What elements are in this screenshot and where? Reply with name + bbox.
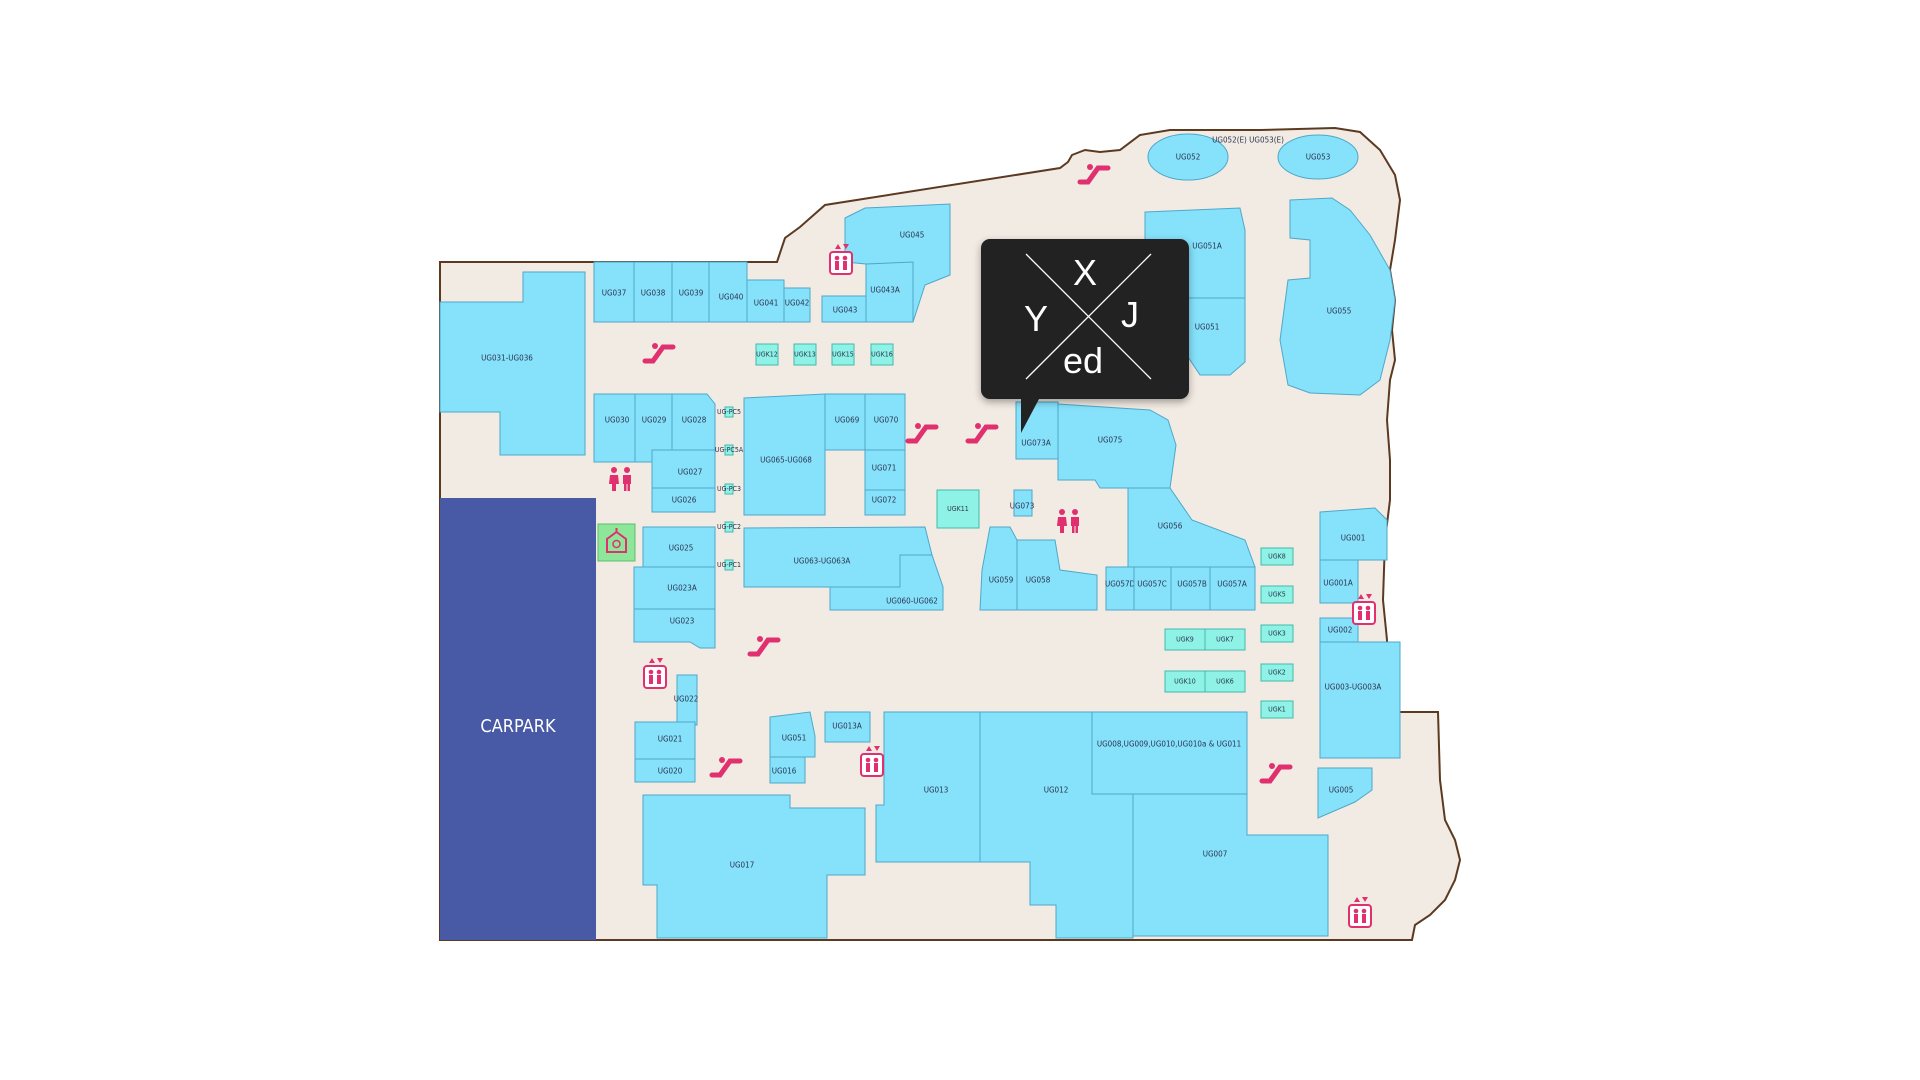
toilet-icon[interactable] bbox=[1057, 509, 1079, 533]
kiosk-unit[interactable] bbox=[870, 343, 894, 366]
shop-unit[interactable] bbox=[633, 261, 673, 323]
shop-unit[interactable] bbox=[1013, 489, 1033, 517]
shop-unit[interactable] bbox=[1147, 133, 1229, 181]
shop-unit[interactable] bbox=[1277, 134, 1359, 180]
lift-icon[interactable] bbox=[829, 244, 853, 275]
shop-unit[interactable] bbox=[1319, 507, 1388, 561]
toilet-icon[interactable] bbox=[609, 467, 631, 491]
logo-letter-left: Y bbox=[1024, 298, 1049, 339]
kiosk-unit[interactable] bbox=[831, 343, 855, 366]
corridor-kiosk[interactable] bbox=[724, 559, 734, 571]
shop-unit[interactable] bbox=[642, 794, 866, 939]
shop-unit[interactable] bbox=[1132, 793, 1329, 937]
lift-icon[interactable] bbox=[860, 746, 884, 777]
shop-unit[interactable] bbox=[769, 711, 816, 758]
kiosk-unit[interactable] bbox=[1164, 670, 1206, 693]
shop-unit[interactable] bbox=[865, 261, 914, 323]
corridor-kiosk[interactable] bbox=[724, 444, 734, 456]
store-logo bbox=[1025, 253, 1152, 380]
shop-unit[interactable] bbox=[642, 526, 716, 568]
shop-unit[interactable] bbox=[1317, 767, 1373, 819]
escalator-icon[interactable] bbox=[1259, 763, 1293, 784]
kiosk-unit[interactable] bbox=[1260, 663, 1294, 682]
shop-unit[interactable] bbox=[1319, 641, 1401, 759]
shop-unit[interactable] bbox=[1319, 559, 1359, 604]
shop-unit[interactable] bbox=[746, 279, 785, 323]
shop-unit[interactable] bbox=[671, 261, 710, 323]
shop-unit[interactable] bbox=[769, 756, 806, 784]
store-popup[interactable]: X Y J ed bbox=[981, 239, 1189, 433]
shop-unit[interactable] bbox=[824, 393, 866, 451]
shop-unit[interactable] bbox=[676, 674, 698, 726]
escalator-icon[interactable] bbox=[905, 423, 939, 444]
kiosk-unit[interactable] bbox=[1260, 624, 1294, 643]
escalator-icon[interactable] bbox=[642, 343, 676, 364]
shop-unit[interactable] bbox=[1133, 566, 1172, 611]
shop-unit[interactable] bbox=[708, 261, 748, 323]
kiosk-unit[interactable] bbox=[1260, 585, 1294, 604]
shop-unit[interactable] bbox=[1170, 566, 1211, 611]
kiosk-unit[interactable] bbox=[1260, 700, 1294, 719]
shop-unit[interactable] bbox=[1091, 711, 1248, 795]
shop-unit[interactable] bbox=[864, 489, 906, 516]
shop-unit[interactable] bbox=[1209, 566, 1256, 611]
carpark-label: CARPARK bbox=[480, 716, 556, 737]
shop-unit[interactable] bbox=[743, 393, 826, 516]
shop-unit[interactable] bbox=[633, 566, 716, 610]
shop-unit[interactable] bbox=[439, 271, 586, 456]
shop-unit[interactable] bbox=[864, 449, 906, 491]
shop-unit[interactable] bbox=[1057, 403, 1177, 489]
shop-unit[interactable] bbox=[829, 554, 944, 611]
lift-icon[interactable] bbox=[643, 658, 667, 689]
shop-unit[interactable] bbox=[875, 711, 981, 863]
shop-unit[interactable] bbox=[1319, 617, 1359, 643]
logo-letter-top: X bbox=[1073, 252, 1098, 293]
carpark-area[interactable] bbox=[440, 498, 596, 940]
lift-icon[interactable] bbox=[1348, 897, 1372, 928]
shop-unit[interactable] bbox=[651, 449, 716, 489]
kiosk-unit[interactable] bbox=[1204, 628, 1246, 651]
kiosk-unit[interactable] bbox=[755, 343, 779, 366]
kiosk-unit[interactable] bbox=[1164, 628, 1206, 651]
lift-icon[interactable] bbox=[1352, 594, 1376, 625]
shop-unit[interactable] bbox=[593, 261, 635, 323]
shop-unit[interactable] bbox=[864, 393, 906, 451]
shop-unit[interactable] bbox=[634, 758, 696, 783]
corridor-kiosk[interactable] bbox=[724, 406, 734, 418]
shop-unit[interactable] bbox=[783, 287, 811, 323]
shop-unit[interactable] bbox=[651, 487, 716, 513]
shop-unit[interactable] bbox=[634, 721, 696, 760]
escalator-icon[interactable] bbox=[747, 636, 781, 657]
shop-unit[interactable] bbox=[633, 608, 716, 649]
kiosk-unit[interactable] bbox=[1260, 547, 1294, 566]
shop-unit[interactable] bbox=[1105, 566, 1135, 611]
escalator-icon[interactable] bbox=[1077, 164, 1111, 185]
prayer-room-icon[interactable] bbox=[597, 523, 636, 562]
shop-unit[interactable] bbox=[593, 393, 636, 463]
kiosk-unit[interactable] bbox=[1204, 670, 1246, 693]
logo-letter-bottom: ed bbox=[1063, 340, 1104, 381]
shop-unit[interactable] bbox=[1016, 539, 1098, 611]
escalator-icon[interactable] bbox=[965, 423, 999, 444]
corridor-kiosk[interactable] bbox=[724, 483, 734, 495]
shop-unit[interactable] bbox=[821, 295, 867, 323]
kiosk-unit[interactable] bbox=[793, 343, 817, 366]
escalator-icon[interactable] bbox=[709, 757, 743, 778]
shop-unit[interactable] bbox=[824, 711, 871, 743]
shop-unit[interactable] bbox=[671, 393, 716, 451]
logo-letter-right: J bbox=[1121, 294, 1139, 335]
shop-unit[interactable] bbox=[1279, 197, 1396, 396]
kiosk-unit[interactable] bbox=[936, 489, 980, 529]
corridor-kiosk[interactable] bbox=[724, 521, 734, 533]
